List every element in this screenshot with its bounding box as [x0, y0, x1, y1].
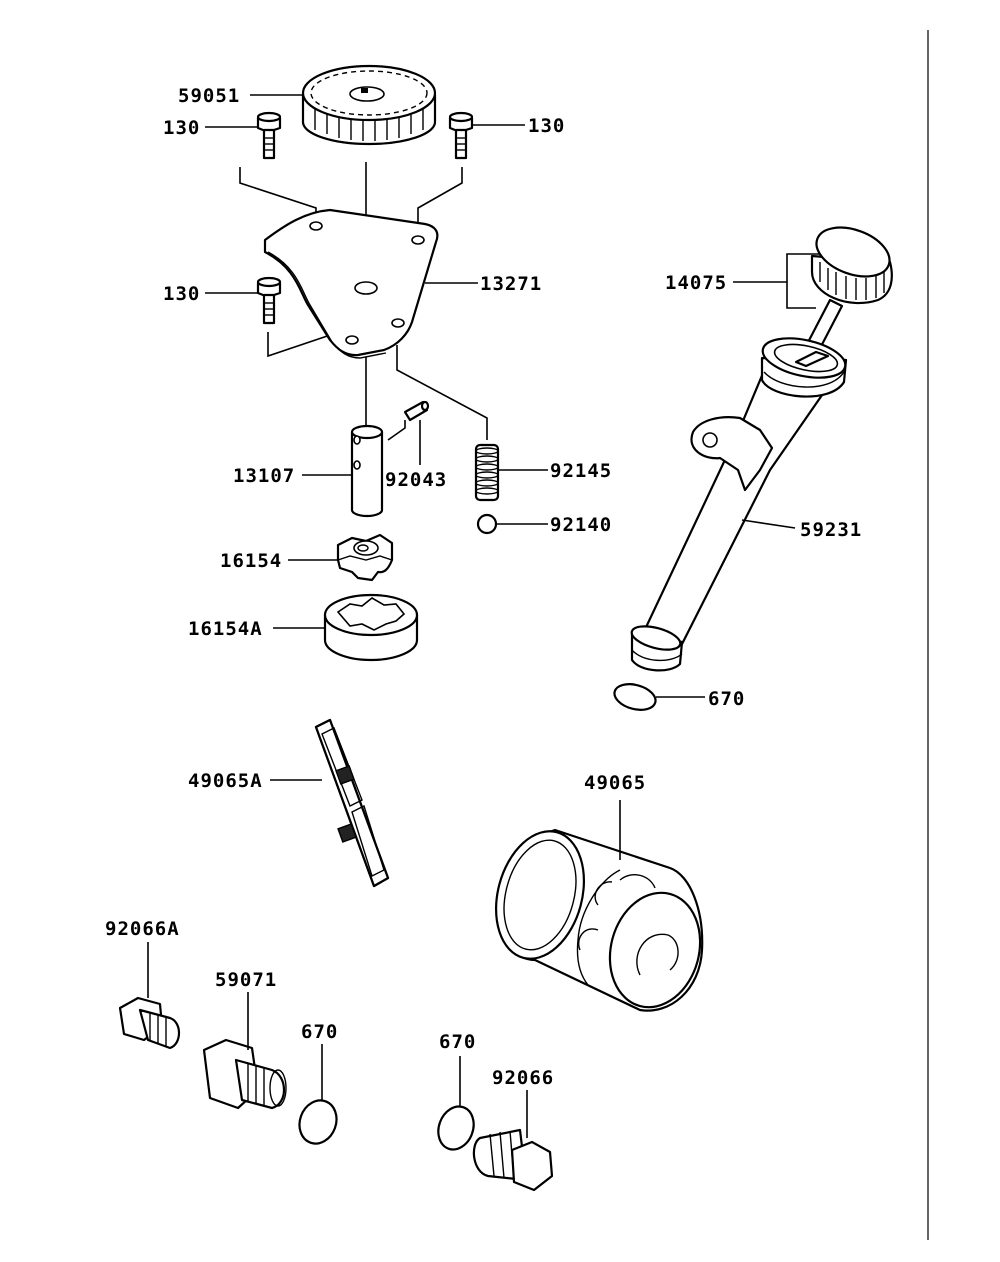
label-92043: 92043	[385, 469, 447, 491]
leader-92043	[387, 420, 406, 441]
pin-92043	[403, 400, 430, 422]
leader-59231	[741, 519, 796, 529]
label-670-left: 670	[301, 1021, 338, 1043]
label-670-right: 670	[439, 1031, 476, 1053]
oring-670-tube	[613, 683, 657, 711]
oring-670-right	[437, 1105, 475, 1151]
label-13107: 13107	[233, 465, 295, 487]
screen-49065A	[314, 718, 390, 888]
label-14075: 14075	[665, 272, 727, 294]
label-130-left-top: 130	[163, 117, 200, 139]
label-49065A: 49065A	[188, 770, 263, 792]
label-130-right-top: 130	[528, 115, 565, 137]
shaft-13107	[350, 424, 384, 518]
leader-plate-to-spring	[396, 345, 488, 440]
label-130-left-mid: 130	[163, 283, 200, 305]
label-16154A: 16154A	[188, 618, 263, 640]
label-92066A: 92066A	[105, 918, 180, 940]
drain-plug-92066	[472, 1128, 554, 1192]
gear-59051	[301, 64, 437, 146]
oring-670-left	[298, 1099, 338, 1145]
plug-92066A	[118, 996, 181, 1050]
inner-rotor-16154	[336, 533, 394, 582]
label-59231: 59231	[800, 519, 862, 541]
label-13271: 13271	[480, 273, 542, 295]
label-670-tube: 670	[708, 688, 745, 710]
fitting-59071	[202, 1038, 287, 1110]
label-92140: 92140	[550, 514, 612, 536]
bolt-130-right-top	[448, 111, 474, 160]
label-92145: 92145	[550, 460, 612, 482]
outer-rotor-16154A	[323, 593, 419, 662]
label-49065: 49065	[584, 772, 646, 794]
ball-92140	[476, 513, 498, 535]
oil-filter-49065	[494, 828, 704, 1012]
label-16154: 16154	[220, 550, 282, 572]
bolt-130-left-mid	[256, 276, 282, 325]
dipstick-tube-59231	[630, 337, 848, 672]
plate-13271	[263, 208, 439, 359]
dipstick-14075	[802, 226, 893, 358]
label-59071: 59071	[215, 969, 277, 991]
leader-14075-bracket	[786, 253, 820, 309]
label-92066: 92066	[492, 1067, 554, 1089]
label-59051: 59051	[178, 85, 240, 107]
leader-bolt-left-top-to-plate	[239, 167, 317, 222]
spring-92145	[474, 443, 500, 502]
bolt-130-left-top	[256, 111, 282, 160]
